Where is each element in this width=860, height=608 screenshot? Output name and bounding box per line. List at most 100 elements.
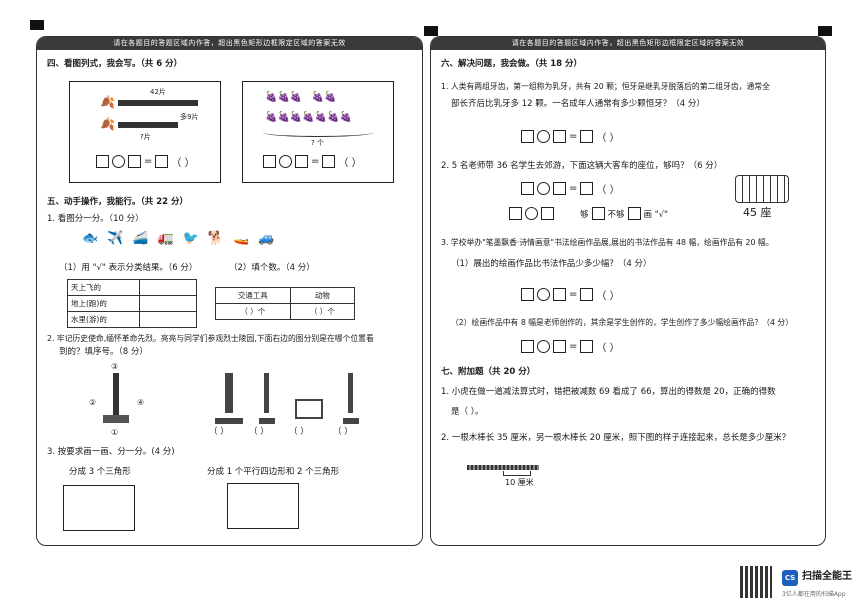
picture-box-2: 🍇🍇🍇 🍇🍇 🍇🍇🍇🍇🍇🍇🍇 ? 个 = （ ） (242, 81, 394, 183)
answer-cell[interactable] (139, 311, 197, 328)
answer-square[interactable] (322, 155, 336, 168)
table-row: 交通工具动物 (215, 287, 356, 304)
q1-sub1: （1）用 "√" 表示分类结果。（6 分） (59, 263, 198, 273)
leaf-icon: 🍂 (100, 117, 115, 131)
answer-square[interactable] (521, 288, 534, 301)
equation-row: = （ ） (521, 129, 620, 144)
classification-table: 天上飞的 地上(跑)的 水里(游)的 (67, 279, 197, 328)
unit-blank[interactable]: （ ） (596, 343, 620, 354)
unit-blank[interactable]: （ ） (596, 291, 620, 302)
scanner-logo: CS (782, 570, 798, 586)
section4-title: 四、看图列式，我会写。（共 6 分） (47, 59, 183, 69)
unit-blank[interactable]: （ ） (338, 158, 362, 169)
choice-enough: 够 (580, 209, 589, 220)
answer-square[interactable] (295, 155, 308, 168)
right-answer-panel: 请在各题目的答题区域内作答，超出黑色矩形边框限定区域的答案无效 六、解决问题，我… (430, 36, 826, 546)
section6-title: 六、解决问题，我会做。（共 18 分） (441, 59, 582, 69)
comparison-row: 够 不够 画 "√" (509, 207, 668, 220)
answer-square[interactable] (155, 155, 169, 168)
answer-square[interactable] (521, 182, 534, 195)
row-label: 地上(跑)的 (67, 295, 140, 312)
operator-circle[interactable] (112, 155, 125, 168)
question2-title: 2. 牢记历史使命,缅怀革命先烈。亮亮与同学们参观烈士陵园,下面右边的图分别是在… (47, 334, 374, 343)
extra-label: 多9片 (180, 113, 199, 121)
ruler-label: 10 厘米 (505, 478, 534, 487)
answer-cell[interactable] (139, 295, 197, 312)
view-blank[interactable]: （ ） (289, 427, 309, 437)
picture-box-1: 🍂 🍂 42片 多9片 ?片 = （ ） (69, 81, 221, 183)
table-row: 天上飞的 (67, 279, 197, 296)
check-box[interactable] (591, 207, 605, 220)
tower-shape (225, 373, 233, 413)
answer-square[interactable] (521, 130, 534, 143)
operator-circle[interactable] (537, 340, 550, 353)
q3-line: 3. 学校举办"笔墨飘香·诗情画意"书法绘画作品展,展出的书法作品有 48 幅，… (441, 238, 774, 247)
qr-code-icon (740, 566, 772, 598)
monument-map: ③ ② ④ ① (87, 362, 147, 437)
operator-circle[interactable] (537, 182, 550, 195)
answer-square[interactable] (580, 340, 594, 353)
bus-icon (735, 175, 789, 203)
operator-circle[interactable] (537, 130, 550, 143)
answer-square[interactable] (580, 182, 594, 195)
answer-square[interactable] (128, 155, 141, 168)
fruit-group-icon: 🍇🍇🍇🍇🍇🍇🍇 (265, 112, 353, 123)
fruit-group-icon: 🍇🍇🍇 🍇🍇 (265, 92, 337, 103)
ruler-bracket (503, 471, 531, 476)
answer-cell[interactable] (139, 279, 197, 296)
view-4 (343, 373, 359, 424)
answer-square[interactable] (553, 340, 566, 353)
count-cell[interactable]: （ ）个 (289, 303, 356, 320)
table-row: （ ）个（ ）个 (215, 303, 356, 320)
equation-row: = （ ） (521, 339, 620, 354)
answer-square[interactable] (509, 207, 522, 220)
bar-top (118, 100, 198, 106)
answer-square[interactable] (553, 182, 566, 195)
position-number: ③ (111, 362, 119, 371)
count-cell[interactable]: （ ）个 (215, 303, 291, 320)
monument-tower (113, 373, 119, 423)
equation-row: = （ ） (96, 154, 195, 169)
view-blank[interactable]: （ ） (249, 427, 269, 437)
unit-blank[interactable]: （ ） (596, 133, 620, 144)
answer-square[interactable] (580, 288, 594, 301)
row-label: 水里(游)的 (67, 311, 140, 328)
section5-title: 五、动手操作，我能行。（共 22 分） (47, 197, 188, 207)
drawing-box-a[interactable] (63, 485, 135, 531)
answer-square[interactable] (553, 130, 566, 143)
answer-square[interactable] (521, 340, 534, 353)
equation-row: = （ ） (263, 154, 362, 169)
check-box[interactable] (627, 207, 641, 220)
q1-sub2: （2）填个数。（4 分） (229, 263, 315, 273)
answer-square[interactable] (580, 130, 594, 143)
answer-square[interactable] (553, 288, 566, 301)
q3-option-b: 分成 1 个平行四边形和 2 个三角形 (207, 467, 340, 477)
unit-blank[interactable]: （ ） (171, 158, 195, 169)
bottom-bar-label: ?片 (140, 133, 151, 141)
unit-blank[interactable]: （ ） (596, 185, 620, 196)
position-number: ② (89, 398, 97, 407)
a1-line2: 是（ ）。 (451, 407, 484, 417)
operator-circle[interactable] (279, 155, 292, 168)
pictures-row: 🐟✈️🚄🚛🐦🐕🚤🚙 (82, 231, 284, 246)
header-band: 请在各题目的答题区域内作答，超出黑色矩形边框限定区域的答案无效 (37, 37, 422, 50)
view-blank[interactable]: （ ） (209, 427, 229, 437)
bus-seats-label: 45 座 (743, 206, 772, 219)
choice-not-enough: 不够 (607, 209, 625, 220)
answer-square[interactable] (96, 155, 109, 168)
answer-square[interactable] (263, 155, 276, 168)
choice-instruction: 画 "√" (643, 209, 668, 220)
answer-square[interactable] (541, 207, 554, 220)
view-3 (295, 399, 323, 419)
operator-circle[interactable] (525, 207, 538, 220)
view-blank[interactable]: （ ） (333, 427, 353, 437)
q3-sub2: （2）绘画作品中有 8 幅是老师创作的，其余是学生创作的，学生创作了多少幅绘画作… (451, 318, 793, 327)
footer-brand: 扫描全能王 (802, 571, 852, 582)
tower-shape (348, 373, 353, 413)
drawing-box-b[interactable] (227, 483, 299, 529)
operator-circle[interactable] (537, 288, 550, 301)
row-label: 天上飞的 (67, 279, 140, 296)
equation-row: = （ ） (521, 181, 620, 196)
tower-shape (264, 373, 269, 413)
total-label: ? 个 (311, 139, 324, 147)
